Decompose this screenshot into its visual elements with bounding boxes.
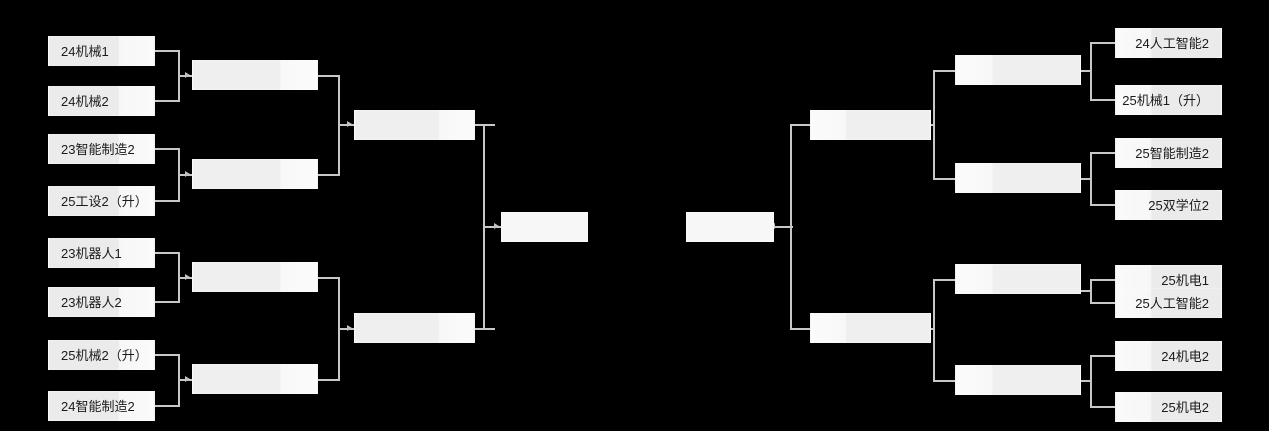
match-box-r2-2[interactable] bbox=[955, 163, 1081, 193]
connector bbox=[318, 379, 340, 381]
connector bbox=[1090, 406, 1115, 408]
arrow-icon bbox=[185, 171, 190, 177]
arrow-icon bbox=[185, 274, 190, 280]
match-box-r2-4[interactable] bbox=[955, 365, 1081, 395]
team-box-l1-3[interactable]: 23智能制造2 bbox=[48, 134, 155, 164]
connector bbox=[475, 124, 495, 126]
connector bbox=[155, 148, 180, 150]
connector bbox=[338, 328, 354, 330]
connector bbox=[790, 328, 810, 330]
team-box-l1-6[interactable]: 23机器人2 bbox=[48, 287, 155, 317]
connector bbox=[155, 100, 180, 102]
team-box-l1-8[interactable]: 24智能制造2 bbox=[48, 391, 155, 421]
match-box-l2-1[interactable] bbox=[192, 60, 318, 90]
team-box-r1-2[interactable]: 25机械1（升） bbox=[1115, 85, 1222, 115]
team-box-r1-6[interactable]: 25人工智能2 bbox=[1115, 288, 1222, 318]
match-box-l4-final[interactable] bbox=[501, 212, 588, 242]
connector bbox=[155, 405, 180, 407]
connector bbox=[1090, 42, 1115, 44]
connector bbox=[155, 301, 180, 303]
team-box-r1-4[interactable]: 25双学位2 bbox=[1115, 190, 1222, 220]
team-box-r1-3[interactable]: 25智能制造2 bbox=[1115, 138, 1222, 168]
connector bbox=[1090, 152, 1115, 154]
connector bbox=[155, 50, 180, 52]
connector bbox=[318, 277, 340, 279]
team-box-r1-7[interactable]: 24机电2 bbox=[1115, 341, 1222, 371]
connector bbox=[1090, 99, 1115, 101]
connector bbox=[933, 178, 955, 180]
connector bbox=[155, 354, 180, 356]
connector bbox=[475, 328, 495, 330]
connector bbox=[790, 124, 810, 126]
connector bbox=[1078, 380, 1092, 382]
connector bbox=[318, 174, 340, 176]
match-box-r3-2[interactable] bbox=[810, 313, 931, 343]
match-box-r4-final[interactable] bbox=[686, 212, 774, 242]
connector bbox=[1078, 178, 1092, 180]
match-box-l3-2[interactable] bbox=[354, 313, 475, 343]
connector bbox=[155, 200, 180, 202]
arrow-icon bbox=[185, 376, 190, 382]
team-box-r1-1[interactable]: 24人工智能2 bbox=[1115, 28, 1222, 58]
connector bbox=[933, 279, 955, 281]
connector bbox=[483, 226, 501, 228]
match-box-r2-1[interactable] bbox=[955, 55, 1081, 85]
arrow-icon bbox=[347, 121, 352, 127]
connector bbox=[1078, 290, 1092, 292]
arrow-icon bbox=[185, 72, 190, 78]
connector bbox=[155, 252, 180, 254]
connector bbox=[933, 70, 955, 72]
team-box-l1-5[interactable]: 23机器人1 bbox=[48, 238, 155, 268]
team-box-r1-8[interactable]: 25机电2 bbox=[1115, 392, 1222, 422]
match-box-l3-1[interactable] bbox=[354, 110, 475, 140]
team-box-l1-4[interactable]: 25工设2（升） bbox=[48, 186, 155, 216]
match-box-r3-1[interactable] bbox=[810, 110, 931, 140]
match-box-l2-3[interactable] bbox=[192, 262, 318, 292]
arrow-icon bbox=[494, 223, 499, 229]
team-box-l1-2[interactable]: 24机械2 bbox=[48, 86, 155, 116]
team-box-l1-1[interactable]: 24机械1 bbox=[48, 36, 155, 66]
connector bbox=[1090, 355, 1115, 357]
connector bbox=[318, 75, 340, 77]
match-box-r2-3[interactable] bbox=[955, 264, 1081, 294]
connector bbox=[1090, 204, 1115, 206]
connector bbox=[775, 226, 793, 228]
connector bbox=[1090, 302, 1115, 304]
match-box-l2-2[interactable] bbox=[192, 159, 318, 189]
connector bbox=[933, 380, 955, 382]
arrow-icon bbox=[347, 325, 352, 331]
team-box-l1-7[interactable]: 25机械2（升） bbox=[48, 340, 155, 370]
match-box-l2-4[interactable] bbox=[192, 364, 318, 394]
connector bbox=[338, 124, 354, 126]
connector bbox=[1090, 279, 1115, 281]
connector bbox=[1078, 70, 1092, 72]
connector bbox=[933, 279, 935, 382]
